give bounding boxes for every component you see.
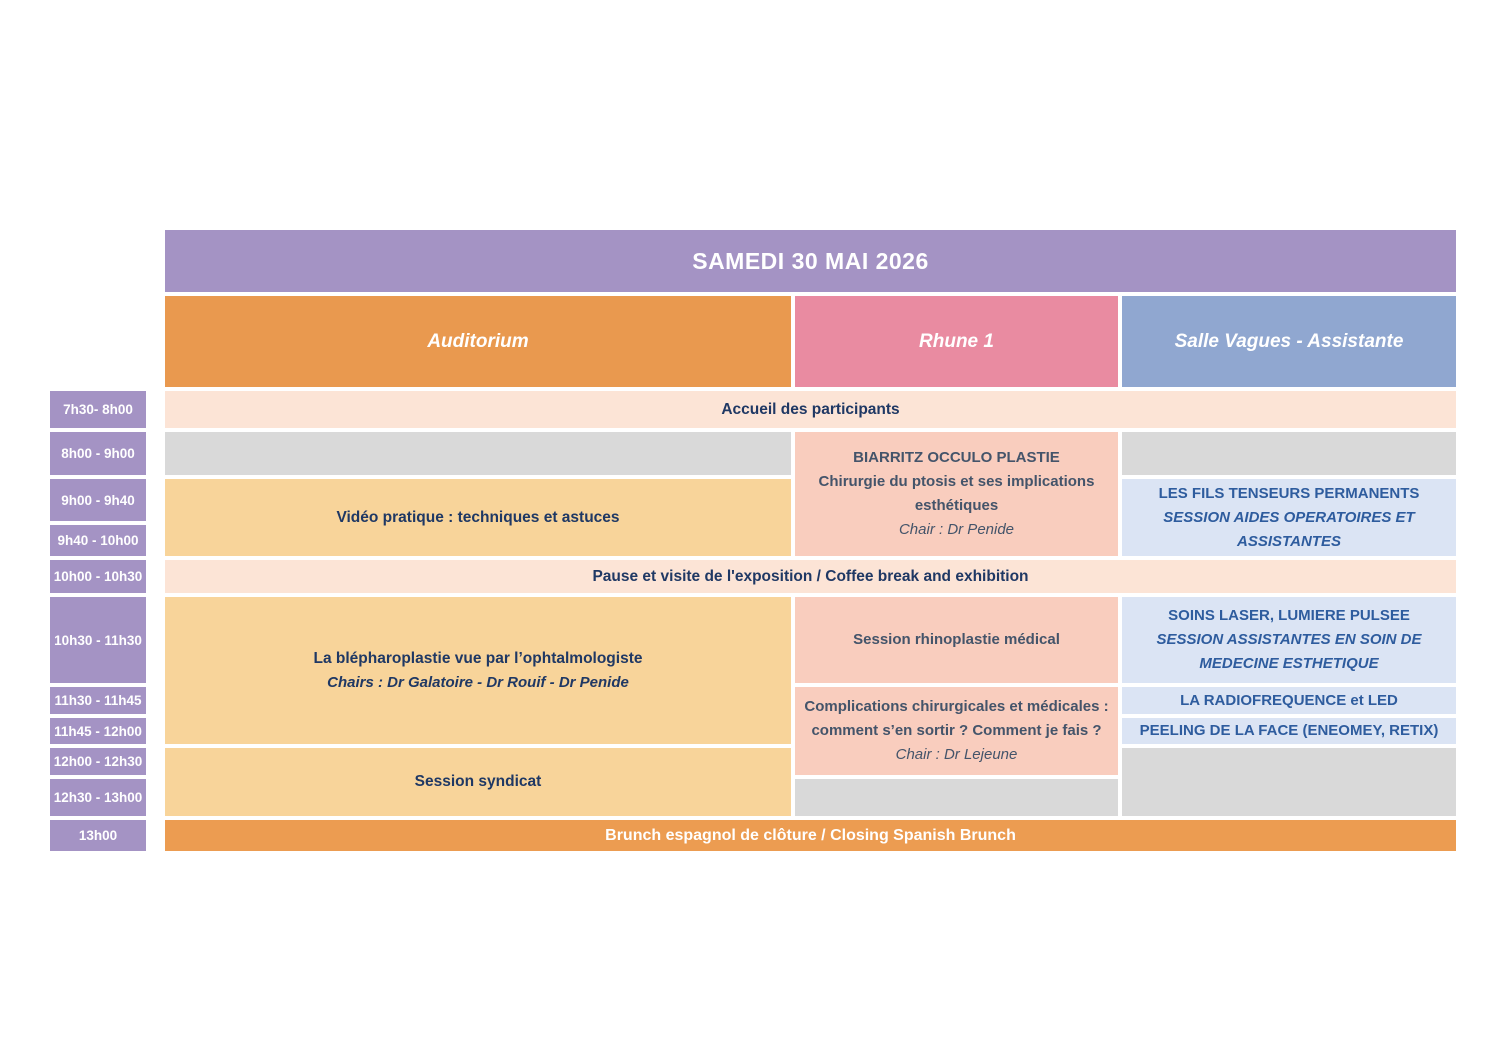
empty-cell-salle-8h00 bbox=[1122, 432, 1456, 475]
event-chair: Chair : Dr Lejeune bbox=[895, 746, 1018, 763]
time-slot-10h00-10h30: 10h00 - 10h30 bbox=[50, 560, 146, 593]
event-title: BIARRITZ OCCULO PLASTIE bbox=[853, 449, 1060, 466]
column-header-salle-vagues: Salle Vagues - Assistante bbox=[1122, 296, 1456, 387]
event-title: Complications chirurgicales et médicales… bbox=[804, 698, 1109, 739]
empty-cell-auditorium-8h00 bbox=[165, 432, 791, 475]
time-slot-11h45-12h00: 11h45 - 12h00 bbox=[50, 718, 146, 744]
event-chair: Chair : Dr Penide bbox=[898, 521, 1015, 538]
event-subtitle: SESSION ASSISTANTES EN SOIN DE MEDECINE … bbox=[1156, 631, 1422, 672]
time-slot-9h40-10h00: 9h40 - 10h00 bbox=[50, 525, 146, 556]
event-subtitle: SESSION AIDES OPERATOIRES ET ASSISTANTES bbox=[1163, 508, 1415, 550]
time-slot-12h00-12h30: 12h00 - 12h30 bbox=[50, 748, 146, 775]
event-cell-rhinoplastie: Session rhinoplastie médical bbox=[795, 597, 1118, 683]
column-header-auditorium: Auditorium bbox=[165, 296, 791, 387]
time-slot-12h30-13h00: 12h30 - 13h00 bbox=[50, 779, 146, 816]
event-cell-biarritz-occulo-plastie: BIARRITZ OCCULO PLASTIE Chirurgie du pto… bbox=[795, 432, 1118, 556]
event-cell-pause: Pause et visite de l'exposition / Coffee… bbox=[165, 560, 1456, 593]
column-header-rhune1: Rhune 1 bbox=[795, 296, 1118, 387]
empty-cell-salle-12h00 bbox=[1122, 748, 1456, 816]
empty-cell-rhune-12h30 bbox=[795, 779, 1118, 816]
schedule-table: SAMEDI 30 MAI 2026 Auditorium Rhune 1 Sa… bbox=[50, 230, 1456, 851]
event-cell-accueil: Accueil des participants bbox=[165, 391, 1456, 428]
event-cell-peeling: PEELING DE LA FACE (ENEOMEY, RETIX) bbox=[1122, 718, 1456, 744]
time-slot-9h00-9h40: 9h00 - 9h40 bbox=[50, 479, 146, 521]
event-chairs: Chairs : Dr Galatoire - Dr Rouif - Dr Pe… bbox=[327, 673, 629, 691]
event-cell-video-pratique: Vidéo pratique : techniques et astuces bbox=[165, 479, 791, 556]
time-slot-7h30-8h00: 7h30- 8h00 bbox=[50, 391, 146, 428]
event-title: LES FILS TENSEURS PERMANENTS bbox=[1158, 484, 1420, 502]
event-cell-blepharoplastie: La blépharoplastie vue par l’ophtalmolog… bbox=[165, 597, 791, 744]
time-slot-11h30-11h45: 11h30 - 11h45 bbox=[50, 687, 146, 714]
event-cell-soins-laser: SOINS LASER, LUMIERE PULSEE SESSION ASSI… bbox=[1122, 597, 1456, 683]
event-cell-brunch: Brunch espagnol de clôture / Closing Spa… bbox=[165, 820, 1456, 851]
time-slot-13h00: 13h00 bbox=[50, 820, 146, 851]
time-slot-10h30-11h30: 10h30 - 11h30 bbox=[50, 597, 146, 683]
day-title: SAMEDI 30 MAI 2026 bbox=[165, 230, 1456, 292]
event-subtitle: Chirurgie du ptosis et ses implications … bbox=[818, 473, 1095, 514]
event-title: La blépharoplastie vue par l’ophtalmolog… bbox=[313, 649, 643, 667]
event-title: SOINS LASER, LUMIERE PULSEE bbox=[1168, 607, 1410, 624]
time-slot-8h00-9h00: 8h00 - 9h00 bbox=[50, 432, 146, 475]
event-cell-radiofrequence: LA RADIOFREQUENCE et LED bbox=[1122, 687, 1456, 714]
event-cell-complications: Complications chirurgicales et médicales… bbox=[795, 687, 1118, 775]
event-cell-fils-tenseurs: LES FILS TENSEURS PERMANENTS SESSION AID… bbox=[1122, 479, 1456, 556]
event-cell-session-syndicat: Session syndicat bbox=[165, 748, 791, 816]
